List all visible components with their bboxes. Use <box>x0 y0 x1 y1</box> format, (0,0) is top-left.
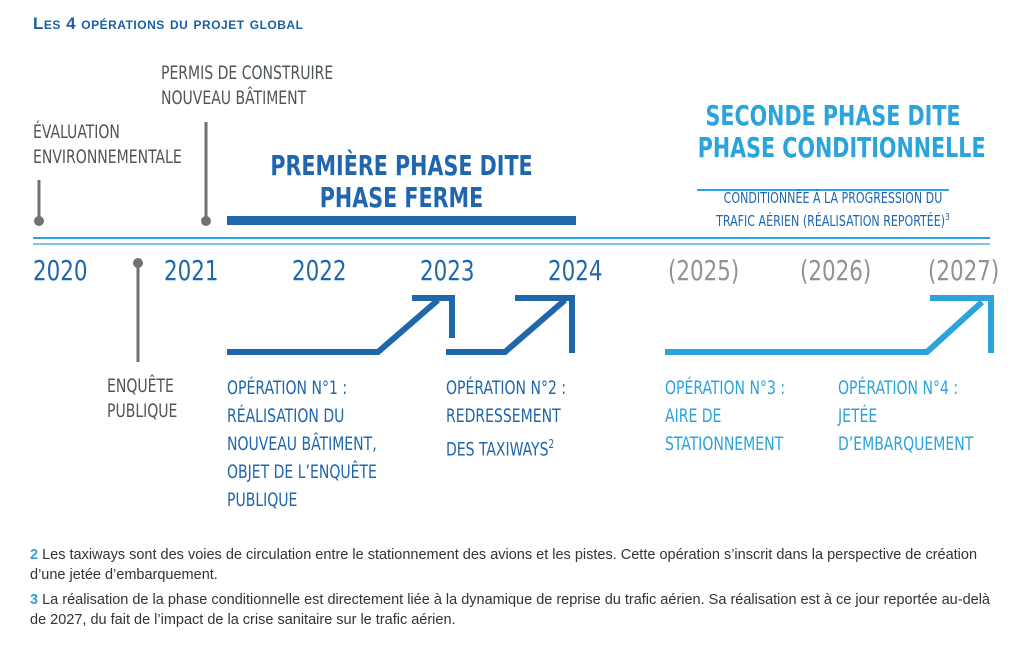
year-label: 2021 <box>164 254 219 287</box>
year-label: (2026) <box>800 254 872 287</box>
operation1-arrow <box>227 297 440 355</box>
operation-1: Opération n°1 : Réalisation du nouveau b… <box>227 374 377 514</box>
operation-line: aire de <box>665 405 722 427</box>
phase1-title: PREMIÈRE PHASE DITE PHASE FERME <box>258 150 544 214</box>
phase2-subtitle: CONDITIONNÉE À LA PROGRESSION DU TRAFIC … <box>698 188 969 231</box>
pin-permis-dot <box>201 216 211 226</box>
operation-line: objet de l’enquête <box>227 461 377 483</box>
operation-line: nouveau bâtiment, <box>227 433 377 455</box>
phase2-subtitle-line: TRAFIC AÉRIEN (RÉALISATION REPORTÉE) <box>716 212 946 230</box>
phase2-title-line: PHASE CONDITIONNELLE <box>697 131 986 164</box>
operation-line: Opération n°3 : <box>665 377 786 399</box>
operation-4: Opération n°4 : jetée d’embarquement <box>838 374 973 458</box>
phase2-title: SECONDE PHASE DITE PHASE CONDITIONNELLE <box>697 99 986 164</box>
year-label: 2023 <box>420 254 475 287</box>
operation1-arrow-head <box>412 295 455 338</box>
operation-line: d’embarquement <box>838 433 974 455</box>
phase2-subtitle-line: CONDITIONNÉE À LA PROGRESSION DU <box>723 189 943 207</box>
milestone-enquete-line: publique <box>107 400 178 422</box>
milestone-permis-line: Permis de construire <box>161 62 334 84</box>
operation34-arrow-head <box>930 295 994 353</box>
operation-line: Opération n°1 : <box>227 377 348 399</box>
year-label: 2024 <box>548 254 603 287</box>
operation-line: Opération n°4 : <box>838 377 959 399</box>
phase1-title-line: PREMIÈRE PHASE DITE <box>270 149 533 182</box>
phase2-bar <box>697 189 949 191</box>
year-label: 2022 <box>292 254 347 287</box>
operation-2: Opération n°2 : Redressement des taxiway… <box>446 374 566 463</box>
operation2-arrow <box>446 297 567 355</box>
footnote-number: 2 <box>30 547 39 563</box>
operation-line: publique <box>227 489 298 511</box>
milestone-enquete-line: Enquête <box>107 375 174 397</box>
milestone-evaluation-line: Évaluation <box>33 121 120 143</box>
operation-line: Réalisation du <box>227 405 345 427</box>
footnote-text: La réalisation de la phase conditionnell… <box>30 592 990 628</box>
operation2-arrow-head <box>515 295 575 353</box>
milestone-evaluation: Évaluation environnementale <box>33 120 182 170</box>
phase1-bar <box>227 216 576 225</box>
footnote-number: 3 <box>30 592 39 608</box>
year-label: 2020 <box>33 254 88 287</box>
diagram-title: Les 4 opérations du projet global <box>33 14 304 33</box>
phase1-title-line: PHASE FERME <box>319 181 484 214</box>
operation-line: stationnement <box>665 433 784 455</box>
milestone-permis: Permis de construire nouveau bâtiment <box>161 61 333 111</box>
footnote-ref-2: 2 <box>548 437 555 451</box>
milestone-permis-line: nouveau bâtiment <box>161 87 307 109</box>
milestone-enquete: Enquête publique <box>107 374 177 424</box>
operation-3: Opération n°3 : aire de stationnement <box>665 374 785 458</box>
footnote-text: Les taxiways sont des voies de circulati… <box>30 547 978 583</box>
operation-line: Redressement <box>446 405 561 427</box>
milestone-evaluation-line: environnementale <box>33 146 182 168</box>
footnote-ref-3: 3 <box>945 212 950 223</box>
operation-line: des taxiways <box>446 438 549 461</box>
operation34-arrow <box>665 299 985 355</box>
operation-line: Opération n°2 : <box>446 377 567 399</box>
pin-enquete-dot <box>133 258 143 268</box>
operation-line: jetée <box>838 405 878 427</box>
year-label: (2025) <box>668 254 740 287</box>
pin-evaluation-dot <box>34 216 44 226</box>
year-label: (2027) <box>928 254 1000 287</box>
phase2-title-line: SECONDE PHASE DITE <box>705 99 961 132</box>
